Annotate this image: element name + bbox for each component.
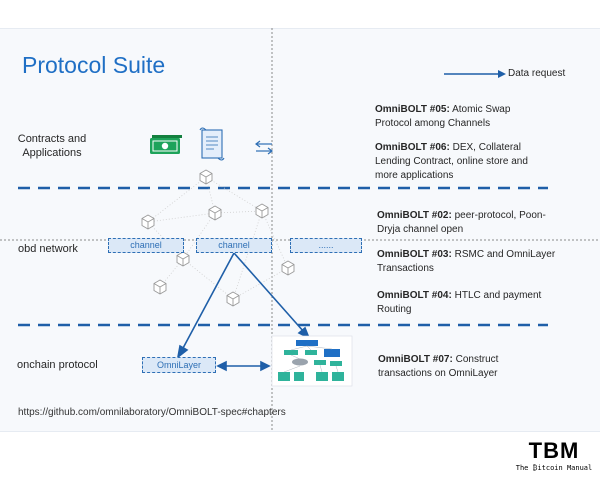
- spec-text: RSMC and OmniLayer: [454, 249, 556, 260]
- ellipsis-box: ......: [290, 238, 362, 253]
- spec-id: OmniBOLT #03:: [377, 249, 452, 260]
- cube-node-icon: [199, 169, 213, 185]
- spec-text: Transactions: [377, 263, 434, 274]
- spec-id: OmniBOLT #05:: [375, 104, 450, 115]
- arrow-channel-to-transactions: [233, 252, 305, 333]
- transactions-diagram-icon: [271, 335, 353, 387]
- cube-node-icon: [141, 214, 155, 230]
- tbm-logo: TBM The ₿itcoin Manual: [512, 438, 596, 472]
- spec-id: OmniBOLT #04:: [377, 290, 452, 301]
- cube-node-icon: [176, 251, 190, 267]
- spec-text: DEX, Collateral: [452, 142, 521, 153]
- layer-label-obd-network: obd network: [18, 243, 78, 255]
- omnilayer-box: OmniLayer: [142, 357, 216, 373]
- cube-node-icon: [153, 279, 167, 295]
- spec-id: OmniBOLT #07:: [378, 354, 453, 365]
- spec-omnibolt-03: OmniBOLT #03: RSMC and OmniLayer Transac…: [377, 248, 577, 276]
- channel-box: channel: [196, 238, 272, 253]
- layer-label-contracts-line1: Contracts and: [17, 133, 87, 145]
- arrow-channel-to-omnilayer: [181, 252, 235, 351]
- spec-text: transactions on OmniLayer: [378, 368, 498, 379]
- spec-omnibolt-04: OmniBOLT #04: HTLC and payment Routing: [377, 289, 577, 317]
- document-scroll-icon: [199, 127, 225, 161]
- spec-text: peer-protocol, Poon-: [454, 210, 546, 221]
- spec-text: Atomic Swap: [452, 104, 511, 115]
- money-icon: [150, 135, 182, 154]
- spec-id: OmniBOLT #06:: [375, 142, 450, 153]
- spec-text: Construct: [455, 354, 499, 365]
- spec-omnibolt-06: OmniBOLT #06: DEX, Collateral Lending Co…: [375, 141, 575, 183]
- legend-label: Data request: [508, 68, 566, 79]
- cube-node-icon: [226, 291, 240, 307]
- swap-arrows-icon: [255, 140, 273, 155]
- spec-id: OmniBOLT #02:: [377, 210, 452, 221]
- source-url: https://github.com/omnilaboratory/OmniBO…: [18, 407, 286, 418]
- legend-arrow-icon: [444, 70, 506, 78]
- logo-letters: TBM: [528, 438, 580, 463]
- channel-box: channel: [108, 238, 184, 253]
- slide-title: Protocol Suite: [22, 52, 166, 78]
- spec-text: more applications: [375, 170, 454, 181]
- layer-label-onchain: onchain protocol: [17, 359, 98, 371]
- spec-omnibolt-02: OmniBOLT #02: peer-protocol, Poon- Dryja…: [377, 209, 577, 237]
- cube-node-icon: [208, 205, 222, 221]
- logo-tagline: The ₿itcoin Manual: [515, 464, 593, 472]
- spec-text: HTLC and payment: [454, 290, 542, 301]
- spec-text: Lending Contract, online store and: [375, 156, 528, 167]
- spec-text: Protocol among Channels: [375, 118, 491, 129]
- cube-node-icon: [255, 203, 269, 219]
- layer-label-contracts-line2: Applications: [22, 147, 82, 159]
- spec-text: Routing: [377, 304, 412, 315]
- spec-omnibolt-07: OmniBOLT #07: Construct transactions on …: [378, 353, 578, 381]
- spec-omnibolt-05: OmniBOLT #05: Atomic Swap Protocol among…: [375, 103, 575, 131]
- cube-node-icon: [281, 260, 295, 276]
- spec-text: Dryja channel open: [377, 224, 464, 235]
